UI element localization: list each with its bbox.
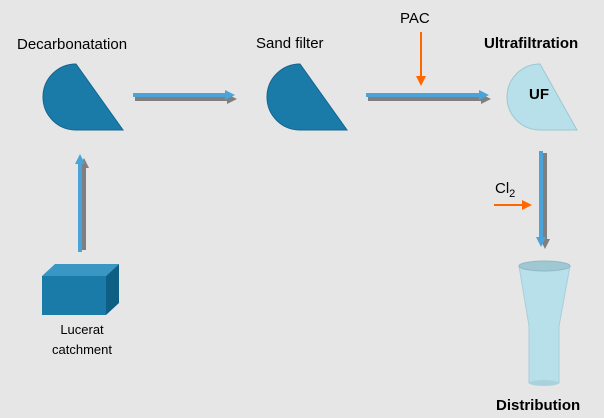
- decarbonatation-label: Decarbonatation: [17, 36, 128, 53]
- catchment-label-line1: Lucerat: [60, 322, 104, 337]
- pac-label: PAC: [400, 10, 430, 27]
- distribution-label: Distribution: [496, 397, 581, 414]
- catchment-label: Lucerat catchment: [44, 320, 120, 360]
- flow-arrow-decarb-to-sand: [133, 90, 237, 104]
- uf-tank: [506, 63, 578, 131]
- chlorine-label: Cl2: [495, 180, 515, 200]
- chlorine-symbol: Cl: [495, 180, 510, 197]
- flow-arrow-catchment-to-decarb: [75, 154, 89, 252]
- sand-filter-tank: [266, 63, 348, 131]
- distribution-tower: [518, 260, 571, 386]
- flow-arrow-sand-to-uf: [366, 90, 491, 104]
- catchment-label-line2: catchment: [52, 342, 112, 357]
- ultrafiltration-label: Ultrafiltration: [484, 35, 579, 52]
- flow-arrow-uf-to-distribution: [536, 151, 550, 249]
- chlorine-subscript: 2: [509, 188, 516, 200]
- catchment-box: [42, 264, 119, 315]
- sand-filter-label: Sand filter: [256, 35, 324, 52]
- decarbonatation-tank: [42, 63, 124, 131]
- uf-label: UF: [529, 86, 549, 103]
